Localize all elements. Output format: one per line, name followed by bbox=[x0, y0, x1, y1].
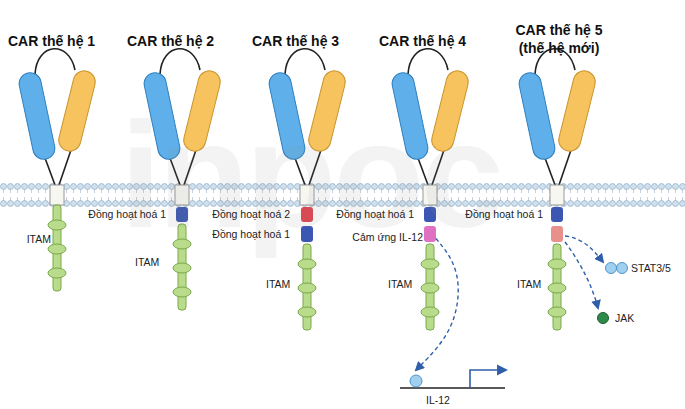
generation-title: CAR thế hệ 5 (thế hệ mới) bbox=[505, 21, 613, 57]
domain-label: ITAM bbox=[388, 278, 428, 291]
domain-label: JAK bbox=[615, 312, 655, 325]
itam-domain bbox=[548, 244, 566, 330]
generation-title: CAR thế hệ 4 bbox=[379, 32, 489, 50]
itam-domain bbox=[421, 244, 439, 330]
jak-molecule bbox=[598, 313, 609, 324]
domain-label: Đồng hoạt hoá 1 bbox=[319, 208, 414, 221]
domain-label: ITAM bbox=[266, 278, 306, 291]
domain-label: STAT3/5 bbox=[631, 262, 685, 275]
antigen-binding-domain bbox=[517, 49, 597, 205]
promoter-arrow bbox=[470, 370, 506, 388]
domain-label: Đồng hoạt hoá 1 bbox=[448, 208, 543, 221]
generation-title: CAR thế hệ 2 bbox=[127, 32, 237, 50]
stat-molecule bbox=[617, 263, 628, 274]
stat-molecule bbox=[606, 263, 617, 274]
signal-arrow bbox=[565, 242, 598, 308]
signal-connector bbox=[416, 239, 458, 371]
watermark: inpoc bbox=[120, 100, 580, 250]
itam-domain bbox=[298, 244, 316, 330]
gene-node: IL-12 bbox=[406, 370, 470, 409]
domain-label: ITAM bbox=[135, 256, 175, 269]
generation-title: CAR thế hệ 1 bbox=[8, 32, 118, 50]
domain-label: Đồng hoạt hoá 2 bbox=[195, 208, 290, 221]
generation-title: CAR thế hệ 3 bbox=[252, 32, 362, 50]
domain-label: Đồng hoạt hoá 1 bbox=[71, 208, 166, 221]
itam-domain bbox=[48, 205, 66, 291]
node-text: IL-12 bbox=[426, 394, 450, 407]
domain-label: ITAM bbox=[20, 233, 51, 246]
node-text: Cảm ứng IL-12 bbox=[352, 231, 423, 243]
domain-label: Đồng hoạt hoá 1 bbox=[195, 228, 290, 241]
antigen-binding-domain bbox=[17, 49, 97, 205]
il2r-domain bbox=[551, 226, 563, 242]
costim-domain bbox=[551, 207, 563, 222]
domain-node: Cảm ứng IL-12 bbox=[318, 231, 436, 246]
transcription-factor bbox=[410, 375, 422, 387]
domain-label: ITAM bbox=[517, 278, 557, 291]
